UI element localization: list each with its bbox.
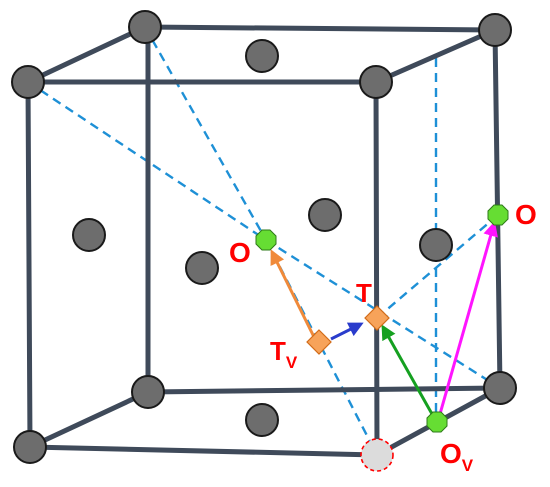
edge-top-left-depth — [25, 24, 148, 85]
arrow-green-ov-to-t — [381, 324, 434, 415]
label-octa-center: O — [229, 237, 251, 268]
edge-front-bottom — [27, 444, 380, 458]
label-octa-right: O — [515, 199, 537, 230]
cube-back-edges — [142, 24, 503, 395]
label-tetra-vacancy-sub: V — [286, 353, 298, 372]
interstitial-sites — [255, 204, 509, 433]
atom-face-top — [245, 39, 279, 73]
edge-front-right — [373, 79, 380, 458]
dashed-line-right-octa — [376, 214, 499, 319]
atom-corner-back-bottom-right — [483, 371, 517, 405]
atom-corner-front-top-right — [359, 65, 393, 99]
atom-face-left — [72, 218, 106, 252]
atom-corner-front-bottom-left — [13, 430, 47, 464]
octahedral-site-right — [487, 204, 509, 226]
atom-face-right — [419, 228, 453, 262]
label-tetra-vacancy-main: T — [270, 336, 286, 366]
atom-face-back — [308, 198, 342, 232]
atoms — [11, 10, 517, 464]
tetrahedral-vacancy-site — [306, 329, 332, 355]
edge-back-top — [142, 24, 498, 33]
atom-corner-back-top-right — [478, 13, 512, 47]
atom-corner-back-top-left — [128, 10, 162, 44]
cube-front-edges — [25, 79, 380, 458]
octahedral-vacancy-site — [426, 411, 448, 433]
label-octa-vacancy: OV — [440, 438, 474, 475]
arrow-blue-tv-to-t — [330, 322, 364, 341]
label-tetra-vacancy: TV — [270, 336, 298, 372]
arrow-orange-tv-to-octa — [270, 249, 316, 338]
site-labels: O O T TV OV — [229, 199, 537, 475]
atom-corner-front-top-left — [11, 65, 45, 99]
label-octa-vacancy-sub: V — [462, 456, 474, 475]
octahedral-site-center — [255, 229, 277, 251]
edge-back-bottom — [145, 385, 503, 395]
vacancy-site — [360, 438, 394, 472]
atom-face-front — [185, 251, 219, 285]
tetrahedral-site — [364, 305, 390, 331]
label-octa-vacancy-main: O — [440, 438, 462, 469]
edge-front-left — [25, 79, 33, 450]
edge-bottom-left-depth — [27, 389, 151, 450]
atom-face-bottom — [245, 403, 279, 437]
jump-arrows — [270, 221, 498, 415]
arrow-magenta-ov-to-o — [438, 221, 498, 415]
dashed-line-backtop-to-octa — [143, 26, 268, 241]
edge-top-right-depth — [373, 27, 498, 85]
atom-corner-back-bottom-left — [131, 375, 165, 409]
label-tetra: T — [356, 278, 372, 308]
